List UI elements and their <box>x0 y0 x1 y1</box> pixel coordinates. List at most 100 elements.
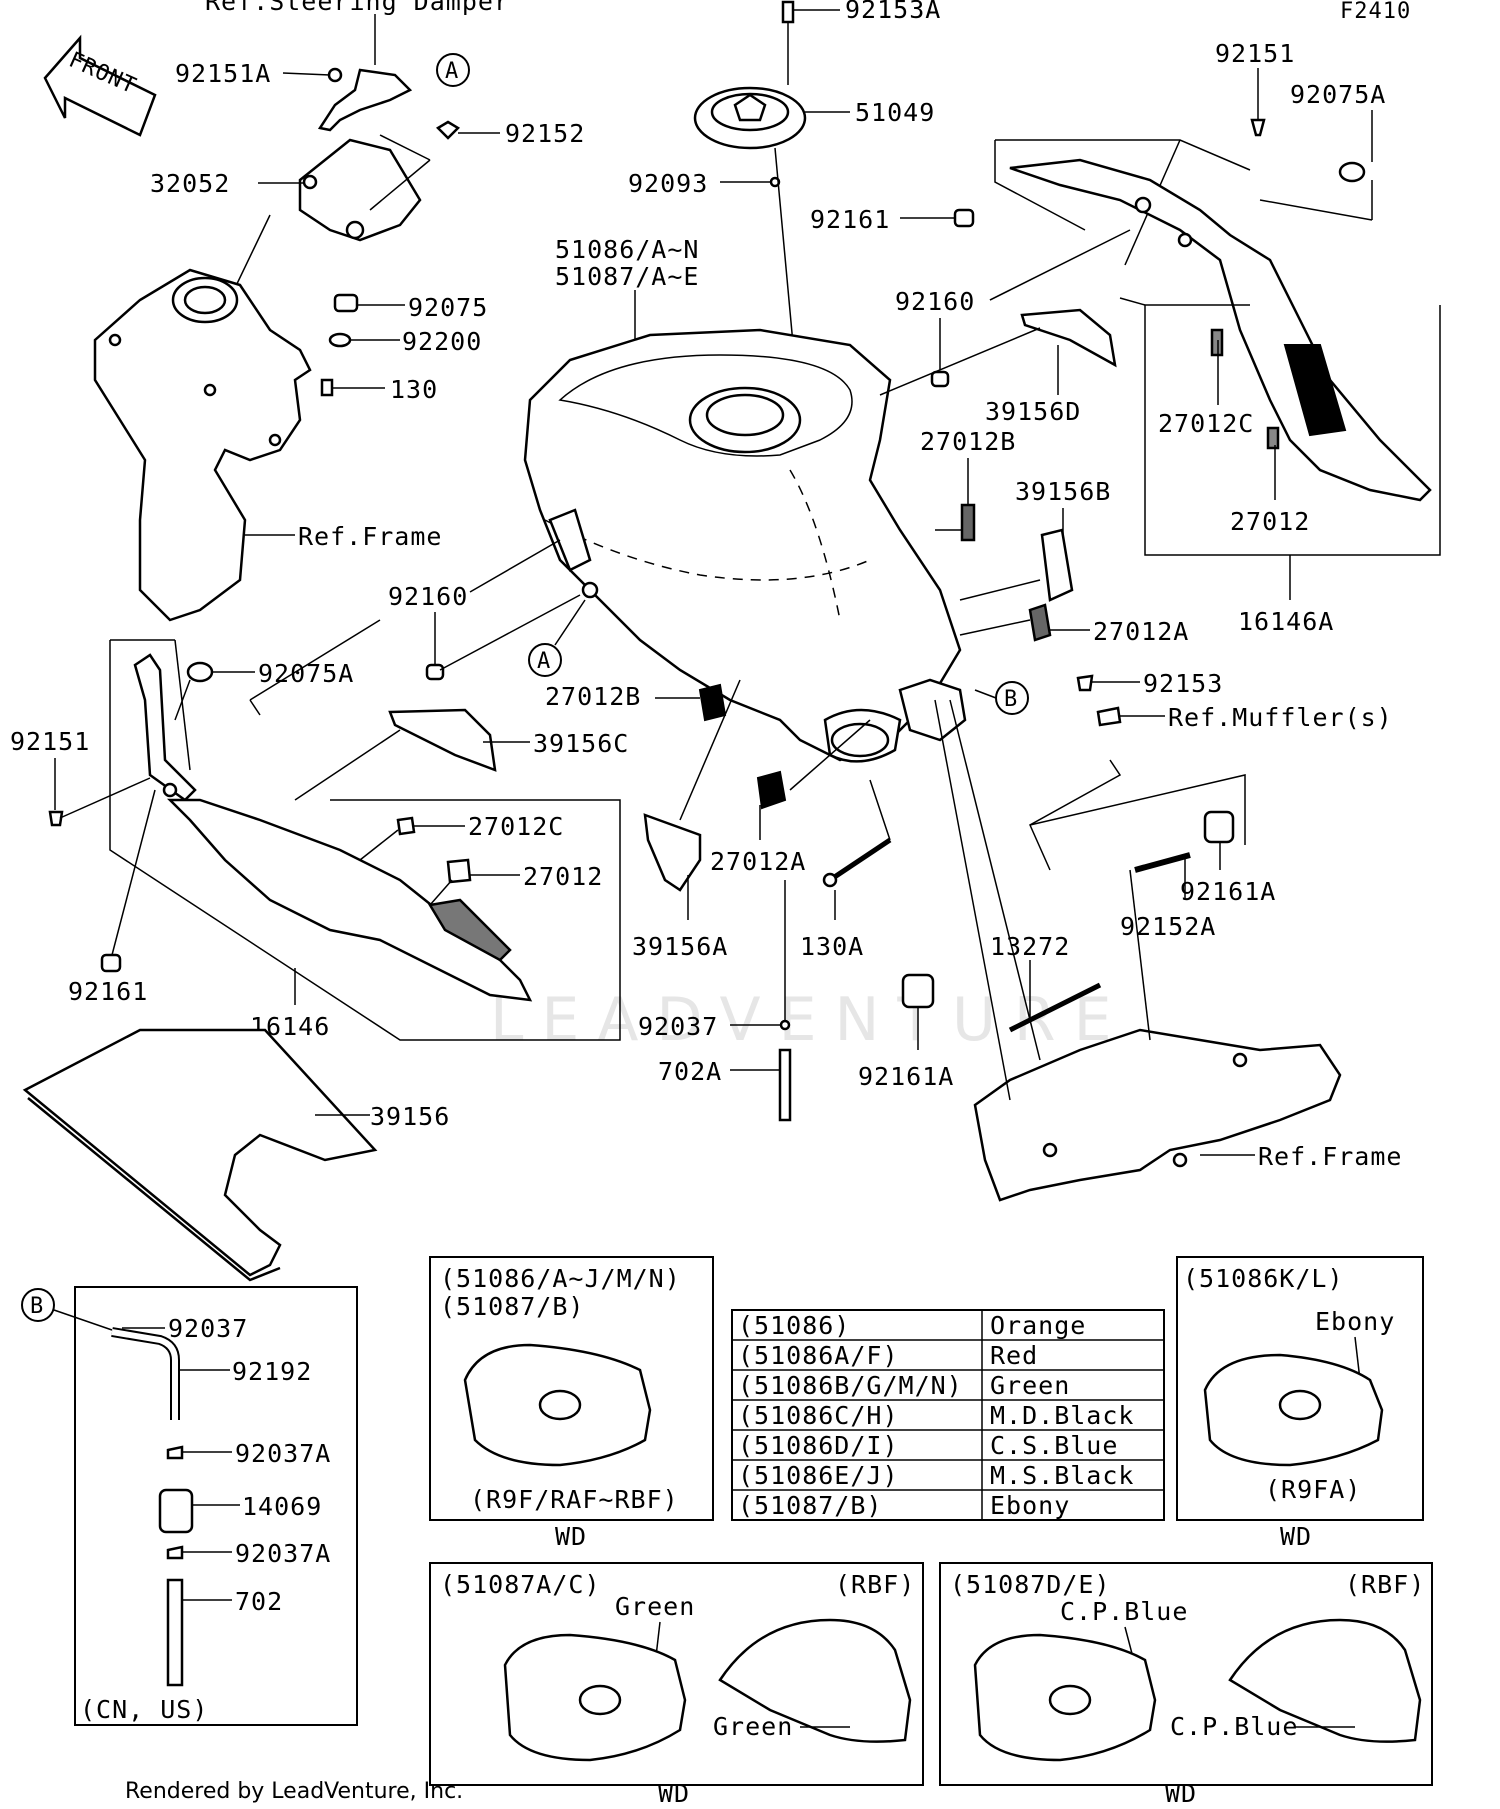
variant-1-line1: (51086/A~J/M/N) <box>440 1264 681 1293</box>
label-51086: 51086/A~N <box>555 235 699 264</box>
diagram-code: F2410 <box>1340 0 1411 24</box>
callout-a-text-2: A <box>537 649 551 674</box>
pad-39156C-shape <box>388 708 497 772</box>
color-table-color-0: Orange <box>990 1311 1086 1340</box>
label-92160-left: 92160 <box>388 582 468 611</box>
label-702A: 702A <box>658 1057 722 1086</box>
hose-box-note: (CN, US) <box>80 1695 208 1724</box>
variant-3-color-b: Green <box>713 1712 793 1741</box>
label-92093: 92093 <box>628 169 708 198</box>
variant-1-line2: (51087/B) <box>440 1292 584 1321</box>
steering-damper-bracket-shape <box>317 68 413 132</box>
hose-item-1: 92192 <box>232 1357 312 1386</box>
color-table-code-0: (51086) <box>738 1311 850 1340</box>
label-32052: 32052 <box>150 169 230 198</box>
frame-head-shape: Ref.Frame <box>93 268 442 622</box>
hose-item-4: 92037A <box>235 1539 331 1568</box>
label-92153A: 92153A <box>845 0 941 24</box>
variant-box-1-group: (51086/A~J/M/N) (51087/B) (R9F/RAF~RBF) … <box>429 1256 714 1551</box>
label-92152A: 92152A <box>1120 912 1216 941</box>
front-arrow-icon: FRONT <box>43 34 157 137</box>
left-side-cover-16146-shape <box>166 798 533 1002</box>
label-39156C: 39156C <box>533 729 629 758</box>
variant-1-models: (R9F/RAF~RBF) <box>470 1485 679 1514</box>
label-92200: 92200 <box>402 327 482 356</box>
variant-4-models: (RBF) <box>1345 1570 1425 1599</box>
callout-b-text-1: B <box>1004 687 1018 712</box>
color-table: (51086)Orange(51086A/F)Red(51086B/G/M/N)… <box>731 1309 1165 1521</box>
footer-credit: Rendered by LeadVenture, Inc. <box>125 1779 463 1804</box>
variant-box-3-group: (51087A/C) (RBF) Green Green WD <box>429 1562 924 1808</box>
color-table-color-4: C.S.Blue <box>990 1431 1118 1460</box>
variant-4-side-shape <box>1228 1618 1422 1743</box>
label-ref-steering-damper: Ref.Steering Damper <box>205 0 510 16</box>
variant-3-color-a: Green <box>615 1592 695 1621</box>
center-lower-group: 27012B 39156A 27012A 130A 92037 702A <box>545 679 892 1122</box>
callout-a-circle <box>436 53 470 87</box>
label-92161A-mid: 92161A <box>858 1062 954 1091</box>
label-92153: 92153 <box>1143 669 1223 698</box>
variant-4-color-b: C.P.Blue <box>1170 1712 1298 1741</box>
label-92161A-right: 92161A <box>1180 877 1276 906</box>
color-table-code-2: (51086B/G/M/N) <box>738 1371 963 1400</box>
color-table-code-6: (51087/B) <box>738 1491 882 1520</box>
seat-mat-39156-shape <box>22 1028 378 1277</box>
label-51087: 51087/A~E <box>555 262 699 291</box>
label-27012C-left: 27012C <box>468 812 564 841</box>
label-92151-top: 92151 <box>1215 39 1295 68</box>
label-92151A: 92151A <box>175 59 271 88</box>
color-table-color-3: M.D.Black <box>990 1401 1134 1430</box>
label-27012A-mid: 27012A <box>710 847 806 876</box>
fuel-cap-group: 92153A 51049 92093 <box>628 0 941 421</box>
color-table-code-5: (51086E/J) <box>738 1461 899 1490</box>
color-table-color-2: Green <box>990 1371 1070 1400</box>
label-92152: 92152 <box>505 119 585 148</box>
variant-2-tag: WD <box>1280 1522 1312 1551</box>
variant-2-models: (R9FA) <box>1265 1475 1361 1504</box>
color-table-color-1: Red <box>990 1341 1038 1370</box>
hose-item-3: 14069 <box>242 1492 322 1521</box>
variant-box-2-group: (51086K/L) Ebony (R9FA) WD <box>1176 1256 1424 1551</box>
rear-frame-group: 92153 Ref.Muffler(s) 92161A 92152A 13272… <box>858 669 1402 1202</box>
callout-b-circle-2 <box>21 1288 55 1322</box>
label-27012-top: 27012 <box>1230 507 1310 536</box>
label-92075A-left: 92075A <box>258 659 354 688</box>
right-cover-group: 92151 92075A 92161 92160 2701 <box>810 39 1441 646</box>
variant-3-tag: WD <box>658 1779 690 1808</box>
variant-3-side-shape <box>718 1618 912 1743</box>
label-39156A: 39156A <box>632 932 728 961</box>
label-ref-frame-1: Ref.Frame <box>298 522 442 551</box>
label-92075: 92075 <box>408 293 488 322</box>
variant-2-line1: (51086K/L) <box>1183 1264 1344 1293</box>
label-27012-left: 27012 <box>523 862 603 891</box>
label-27012A-top: 27012A <box>1093 617 1189 646</box>
variant-1-tag: WD <box>555 1522 587 1551</box>
hose-item-2: 92037A <box>235 1439 331 1468</box>
fuel-tank-group: 51086/A~N 51087/A~E B A 92160 <box>249 235 1029 763</box>
label-130A: 130A <box>800 932 864 961</box>
variant-box-4-group: (51087D/E) (RBF) C.P.Blue C.P.Blue WD <box>939 1562 1433 1808</box>
label-16146A: 16146A <box>1238 607 1334 636</box>
label-13272: 13272 <box>990 932 1070 961</box>
label-51049: 51049 <box>855 98 935 127</box>
label-92151-left: 92151 <box>10 727 90 756</box>
variant-3-models: (RBF) <box>835 1570 915 1599</box>
seat-mat-39156-group: 39156 <box>22 1028 449 1282</box>
label-39156D: 39156D <box>985 397 1081 426</box>
label-92075A-top: 92075A <box>1290 80 1386 109</box>
label-92161-left: 92161 <box>68 977 148 1006</box>
callout-a-circle-2 <box>528 643 562 677</box>
pad-39156B-shape <box>1040 528 1074 602</box>
label-ref-muffler: Ref.Muffler(s) <box>1168 703 1393 732</box>
label-92037: 92037 <box>638 1012 718 1041</box>
hose-item-5: 702 <box>235 1587 283 1616</box>
label-ref-frame-2: Ref.Frame <box>1258 1142 1402 1171</box>
label-39156B: 39156B <box>1015 477 1111 506</box>
left-cover-group: 92151 92075A 27012C 27012 39156C <box>10 639 629 1041</box>
variant-4-color-a: C.P.Blue <box>1060 1597 1188 1626</box>
color-table-color-6: Ebony <box>990 1491 1070 1520</box>
color-table-code-4: (51086D/I) <box>738 1431 899 1460</box>
rear-frame-shape <box>973 1028 1342 1202</box>
steering-bracket-group: Ref.Steering Damper 92151A A 92152 32052… <box>150 0 585 404</box>
